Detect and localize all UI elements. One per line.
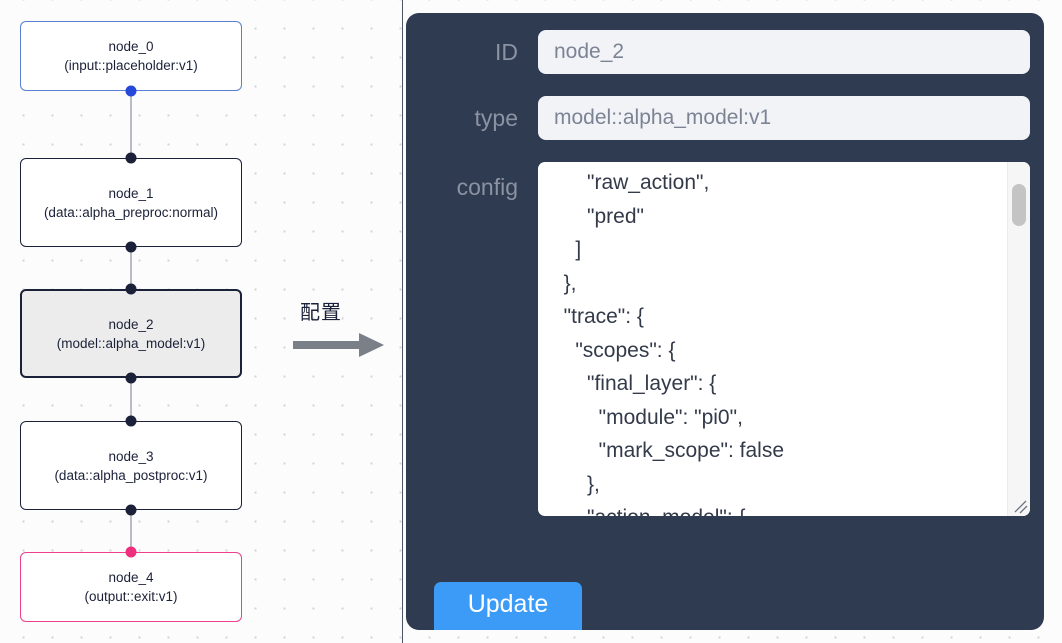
node-port-node_3-input[interactable] <box>125 415 137 427</box>
node-type-label: (output::exit:v1) <box>84 589 178 604</box>
canvas-divider <box>402 0 403 643</box>
graph-node-node_0[interactable]: node_0 (input::placeholder:v1) <box>20 21 242 91</box>
graph-node-node_4[interactable]: node_4 (output::exit:v1) <box>20 552 242 622</box>
graph-node-area[interactable]: node_0 (input::placeholder:v1) node_1 (d… <box>0 0 402 643</box>
node-port-node_2-output[interactable] <box>125 372 137 384</box>
field-row-config: config "raw_action", "pred" ] }, "trace"… <box>420 162 1030 516</box>
resize-handle-icon[interactable] <box>1009 495 1029 515</box>
node-port-node_4-input[interactable] <box>125 546 137 558</box>
field-row-id: ID node_2 <box>420 30 1030 74</box>
config-textarea-wrapper[interactable]: "raw_action", "pred" ] }, "trace": { "sc… <box>538 162 1030 516</box>
node-type-label: (data::alpha_preproc:normal) <box>43 204 219 220</box>
edge-node0-node1 <box>130 90 132 158</box>
config-field-label: config <box>456 174 518 200</box>
node-port-node_2-input[interactable] <box>125 283 137 295</box>
graph-node-node_3[interactable]: node_3 (data::alpha_postproc:v1) <box>20 421 242 510</box>
update-button[interactable]: Update <box>434 582 582 630</box>
edge-node3-node4 <box>130 510 132 550</box>
node-id-label: node_1 <box>108 185 154 201</box>
edge-node2-node3 <box>130 378 132 420</box>
config-scrollbar-track[interactable] <box>1007 162 1030 516</box>
node-id-label: node_4 <box>108 570 154 585</box>
node-id-label: node_2 <box>108 316 154 332</box>
node-id-label: node_0 <box>108 39 154 54</box>
flow-annotation: 配置 <box>293 296 393 358</box>
node-port-node_1-output[interactable] <box>125 241 137 253</box>
right-arrow-icon <box>293 333 384 357</box>
type-field-label: type <box>474 104 518 131</box>
node-port-node_3-output[interactable] <box>125 504 137 516</box>
node-id-label: node_3 <box>108 448 154 464</box>
type-input[interactable]: model::alpha_model:v1 <box>538 96 1030 140</box>
graph-node-node_1[interactable]: node_1 (data::alpha_preproc:normal) <box>20 158 242 247</box>
annotation-caption: 配置 <box>300 302 342 324</box>
node-type-label: (data::alpha_postproc:v1) <box>54 467 208 483</box>
node-type-label: (input::placeholder:v1) <box>64 58 198 73</box>
id-input[interactable]: node_2 <box>538 30 1030 74</box>
graph-node-node_2[interactable]: node_2 (model::alpha_model:v1) <box>20 289 242 378</box>
id-field-label: ID <box>495 38 518 65</box>
node-type-label: (model::alpha_model:v1) <box>56 335 206 351</box>
config-scrollbar-thumb[interactable] <box>1012 184 1026 226</box>
config-textarea[interactable]: "raw_action", "pred" ] }, "trace": { "sc… <box>563 171 784 516</box>
edge-node1-node2 <box>130 246 132 288</box>
node-port-node_0-output[interactable] <box>125 85 137 97</box>
node-config-panel: ID node_2 type model::alpha_model:v1 con… <box>406 13 1044 630</box>
field-row-type: type model::alpha_model:v1 <box>420 96 1030 140</box>
node-port-node_1-input[interactable] <box>125 152 137 164</box>
